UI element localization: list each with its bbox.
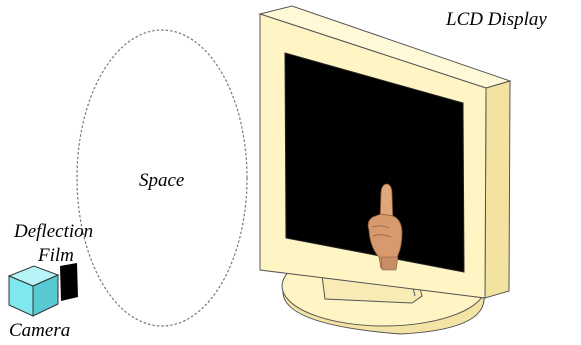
space-label: Space	[139, 171, 184, 190]
deflection-film-label-line1: Deflection	[14, 222, 93, 241]
monitor-side-face	[485, 81, 510, 298]
deflection-film-label-line2: Film	[38, 246, 74, 265]
camera-box-icon	[9, 266, 58, 316]
deflection-film	[60, 263, 78, 301]
hand-wrist	[381, 257, 398, 270]
lcd-display-label: LCD Display	[446, 10, 547, 29]
camera-label: Camera	[9, 321, 70, 340]
